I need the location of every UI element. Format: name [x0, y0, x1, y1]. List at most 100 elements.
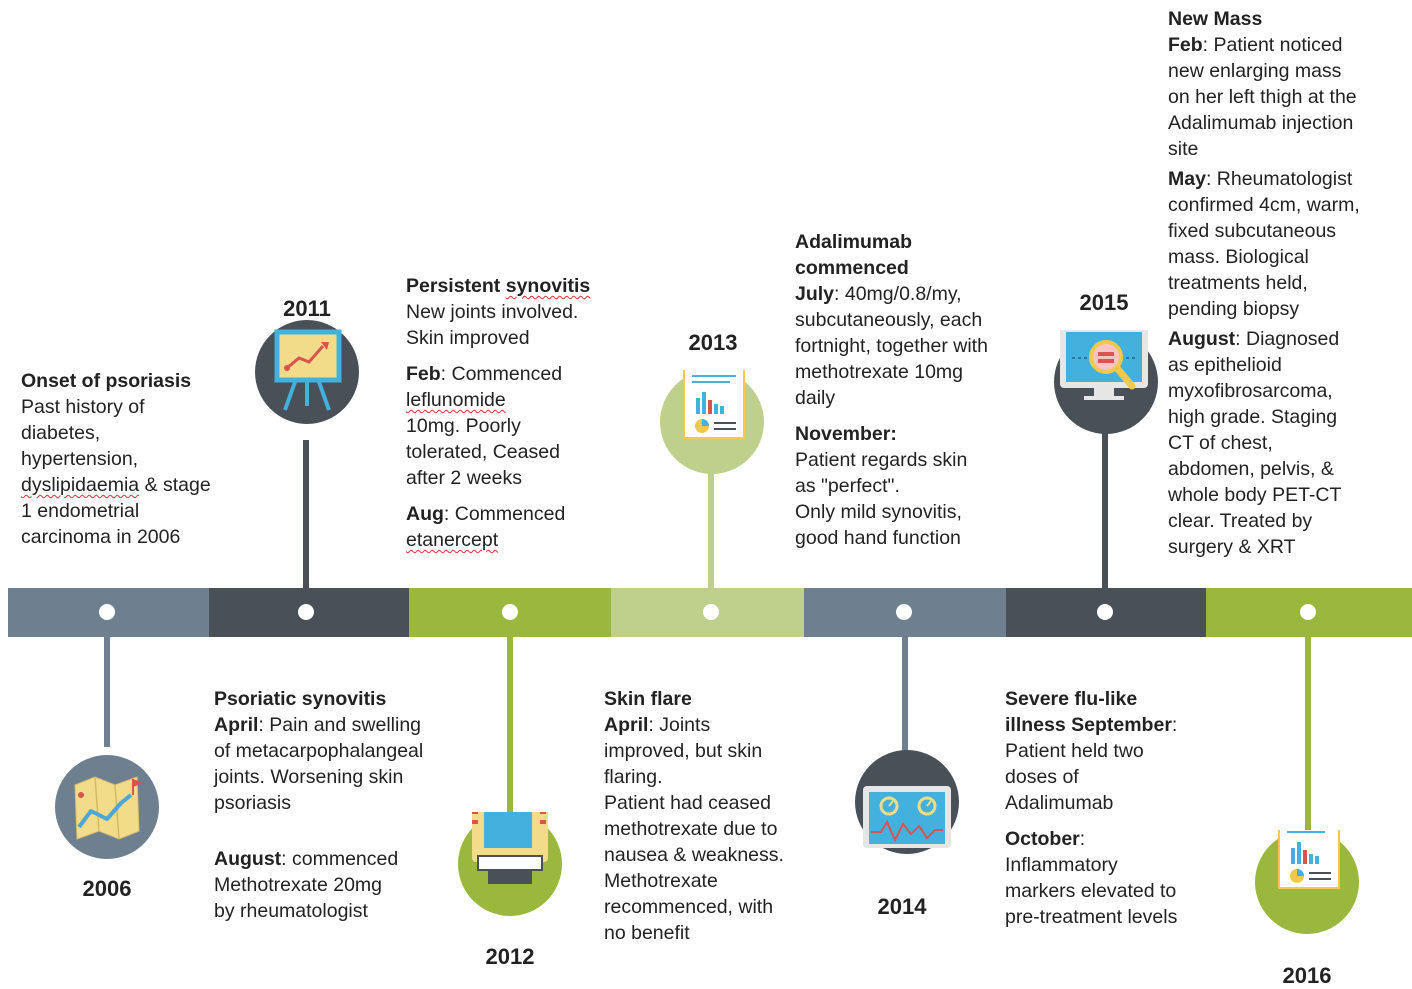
event-text: : Commenced: [440, 363, 563, 385]
event-line: confirmed 4cm, warm,: [1168, 194, 1360, 216]
event-2012: Persistent synovitis New joints involved…: [406, 273, 626, 553]
monitor-magnifier-icon: [1060, 330, 1148, 400]
report-document-icon: [683, 370, 745, 439]
event-line: pending biopsy: [1168, 298, 1300, 320]
event-line: daily: [795, 387, 836, 409]
event-text: : Rheumatologist: [1205, 168, 1353, 190]
event-line: Patient held two: [1005, 740, 1144, 762]
year-label-2012: 2012: [485, 944, 535, 969]
disc-2011: [255, 320, 359, 424]
event-line: carcinoma in 2006: [21, 526, 181, 548]
event-line: of metacarpophalangeal: [214, 740, 424, 762]
event-text: : 40mg/0.8/my,: [834, 283, 962, 305]
event-line: diabetes,: [21, 422, 101, 444]
event-text: : Joints: [648, 714, 711, 736]
stem-2015: [1102, 430, 1108, 588]
event-line: on her left thigh at the: [1168, 86, 1357, 108]
event-line: abdomen, pelvis, &: [1168, 458, 1334, 480]
event-line: new enlarging mass: [1168, 60, 1342, 82]
year-label-2015: 2015: [1079, 290, 1129, 315]
event-title: commenced: [795, 257, 909, 279]
timeline-dot-2012: [502, 604, 518, 620]
event-month: Aug: [406, 503, 444, 525]
disc-2013: [660, 370, 764, 474]
event-month: Feb: [1168, 34, 1203, 56]
event-month: April: [214, 714, 259, 736]
event-line: Methotrexate: [604, 870, 718, 892]
event-term: dyslipidaemia: [21, 474, 140, 496]
event-line: subcutaneously, each: [795, 309, 983, 331]
event-text: : Patient noticed: [1202, 34, 1343, 56]
event-term: leflunomide: [406, 389, 506, 411]
event-2016: New Mass Feb: Patient noticed new enlarg…: [1168, 6, 1408, 560]
event-line: treatments held,: [1168, 272, 1308, 294]
event-line: Skin improved: [406, 327, 530, 349]
event-title: Skin flare: [604, 688, 692, 710]
disc-2016: [1255, 830, 1359, 934]
event-2011: Psoriatic synovitis April: Pain and swel…: [214, 686, 474, 924]
event-title: Onset of psoriasis: [21, 370, 192, 392]
event-month: July: [795, 283, 835, 305]
event-line: high grade. Staging: [1168, 406, 1338, 428]
event-text: : Commenced: [443, 503, 566, 525]
event-line: 10mg. Poorly: [406, 415, 521, 437]
event-line: etanercept: [406, 527, 626, 553]
event-line: clear. Treated by: [1168, 510, 1313, 532]
event-line: Feb: Commenced: [406, 361, 626, 387]
event-month: November:: [795, 423, 897, 445]
event-line: August: Diagnosed: [1168, 326, 1408, 352]
event-line: nausea & weakness.: [604, 844, 784, 866]
event-line: tolerated, Ceased: [406, 441, 560, 463]
year-label-2013: 2013: [688, 330, 738, 355]
event-line: mass. Biological: [1168, 246, 1309, 268]
disc-2015: [1054, 330, 1158, 434]
event-title: illness September: [1005, 714, 1172, 736]
event-line: hypertension,: [21, 448, 139, 470]
year-label-2014: 2014: [877, 894, 927, 919]
event-line: Adalimumab: [1005, 792, 1114, 814]
event-line: October:: [1005, 826, 1225, 852]
event-title: Psoriatic synovitis: [214, 688, 387, 710]
event-2006: Onset of psoriasis Past history of diabe…: [21, 368, 251, 550]
event-text: : Pain and swelling: [258, 714, 422, 736]
event-line: psoriasis: [214, 792, 291, 814]
year-label-2011: 2011: [283, 296, 331, 321]
event-title: Severe flu-like: [1005, 688, 1138, 710]
event-line: CT of chest,: [1168, 432, 1273, 454]
event-line: April: Joints: [604, 712, 824, 738]
event-line: fixed subcutaneous: [1168, 220, 1337, 242]
event-line: dyslipidaemia & stage: [21, 472, 251, 498]
event-line: myxofibrosarcoma,: [1168, 380, 1333, 402]
stem-2006: [104, 637, 110, 747]
event-line: methotrexate due to: [604, 818, 778, 840]
report-document-icon: [1278, 830, 1340, 889]
timeline-dot-2006: [99, 604, 115, 620]
event-month: May: [1168, 168, 1206, 190]
event-line: Only mild synovitis,: [795, 501, 962, 523]
event-text: : Diagnosed: [1235, 328, 1340, 350]
event-line: whole body PET-CT: [1168, 484, 1342, 506]
event-line: Methotrexate 20mg: [214, 874, 383, 896]
event-month: April: [604, 714, 649, 736]
event-line: July: 40mg/0.8/my,: [795, 281, 1030, 307]
disc-2012: [458, 812, 562, 916]
event-line: site: [1168, 138, 1199, 160]
event-line: Aug: Commenced: [406, 501, 626, 527]
year-label-2006: 2006: [82, 876, 132, 901]
disc-2014: [855, 750, 959, 854]
event-title-b: synovitis: [505, 275, 591, 297]
event-2015: Severe flu-like illness September: Patie…: [1005, 686, 1225, 930]
timeline-dot-2011: [298, 604, 314, 620]
event-line: joints. Worsening skin: [214, 766, 404, 788]
event-text: :: [1079, 828, 1086, 850]
event-line: Patient had ceased: [604, 792, 771, 814]
event-line: New joints involved.: [406, 301, 579, 323]
event-line: Past history of: [21, 396, 145, 418]
event-text: & stage: [139, 474, 211, 496]
event-line: markers elevated to: [1005, 880, 1177, 902]
event-term: etanercept: [406, 529, 499, 551]
stem-2011: [303, 440, 309, 588]
stem-2014: [902, 637, 908, 757]
event-line: as "perfect".: [795, 475, 900, 497]
event-line: pre-treatment levels: [1005, 906, 1178, 928]
